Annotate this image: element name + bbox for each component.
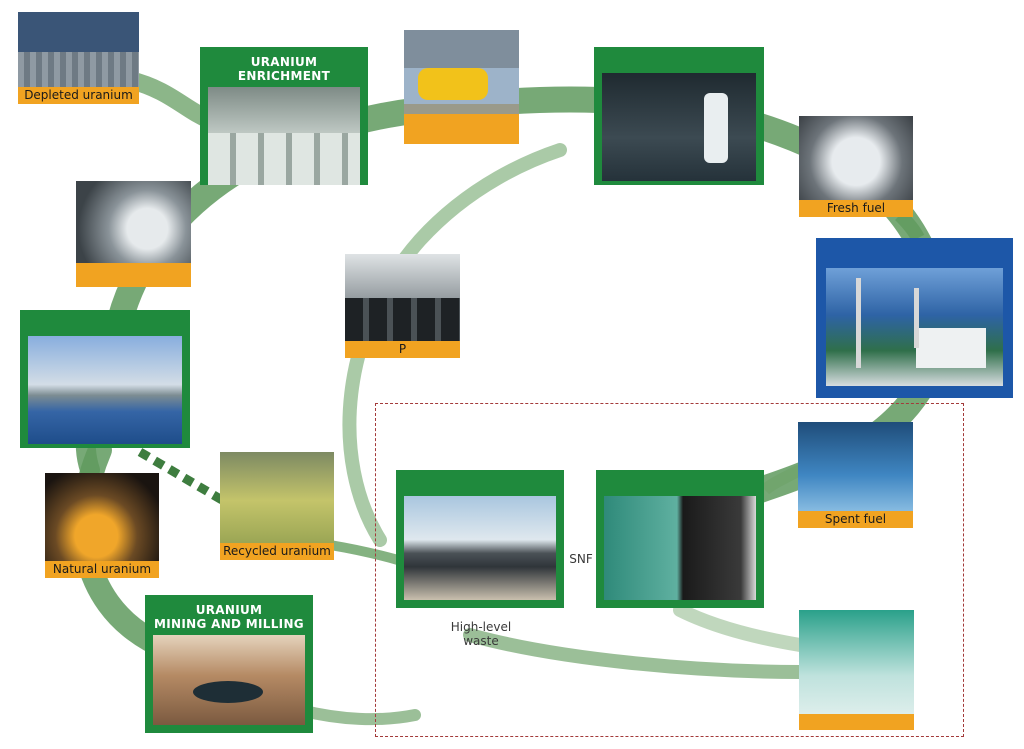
reprocessing-plant-card	[396, 470, 564, 608]
recycled-uranium-caption: Recycled uranium	[220, 543, 334, 560]
fuel-fabrication-card	[594, 47, 764, 185]
recycled-uranium-photo: Recycled uranium	[220, 452, 334, 560]
nuclear-power-plant-title	[826, 248, 1003, 262]
uranium-enrichment-title: URANIUM ENRICHMENT	[237, 55, 331, 83]
natural-uranium-card: Natural uranium	[45, 473, 159, 578]
mining-and-milling-card: URANIUM MINING AND MILLING	[145, 595, 313, 733]
fresh-fuel-to-reactor	[895, 210, 925, 242]
spent-fuel-pool-photo: Spent fuel	[798, 422, 913, 528]
depleted-uranium-card: Depleted uranium	[18, 12, 139, 104]
yellow-cylinder-photo	[404, 30, 519, 144]
interim-storage-title	[604, 478, 756, 492]
yellow-cylinder-card	[404, 30, 519, 144]
snf-label: SNF	[569, 552, 593, 566]
conversion-plant-caption	[76, 263, 191, 287]
natural-uranium-yellowcake-photo: Natural uranium	[45, 473, 159, 578]
geological-repository-card	[799, 610, 914, 730]
fresh-fuel-caption: Fresh fuel	[799, 200, 913, 217]
reprocessing-plant-photo	[404, 496, 556, 600]
plutonium-gloveboxes-photo: P	[345, 254, 460, 358]
enrichment-centrifuges-photo	[208, 87, 360, 185]
depleted-uranium-caption: Depleted uranium	[18, 87, 139, 104]
recycled-to-reprocessing	[325, 540, 403, 565]
mining-and-milling-title: URANIUM MINING AND MILLING	[154, 603, 304, 631]
depleted-uranium-arm	[121, 71, 219, 129]
repository-caption	[799, 714, 914, 730]
fresh-fuel-assembly-photo: Fresh fuel	[799, 116, 913, 217]
nuclear-power-plant-card	[816, 238, 1013, 398]
fuel-fabrication-photo	[602, 73, 756, 181]
plutonium-caption: P	[345, 341, 460, 358]
conversion-plant-photo	[76, 181, 191, 287]
uranium-enrichment-card: URANIUM ENRICHMENT	[200, 47, 368, 185]
storage-to-repository	[673, 603, 807, 652]
spent-fuel-card: Spent fuel	[798, 422, 913, 528]
geological-repository-photo	[799, 610, 914, 730]
high-level-waste-label: High-level waste	[450, 620, 512, 648]
natural-uranium-caption: Natural uranium	[45, 561, 159, 578]
depleted-uranium-photo: Depleted uranium	[18, 12, 139, 104]
conversion-plant-card	[76, 181, 191, 287]
spent-fuel-caption: Spent fuel	[798, 511, 913, 528]
refining-plant-title	[28, 318, 182, 332]
back-end-dashed-region	[375, 403, 964, 737]
waste-to-repository	[463, 628, 807, 679]
recycled-uranium-card: Recycled uranium	[220, 452, 334, 560]
fuel-fabrication-title	[602, 55, 756, 69]
reprocessing-plant-title	[404, 478, 556, 492]
spent-fuel-to-storage	[760, 464, 803, 495]
refining-plant-photo	[28, 336, 182, 444]
conversion-caption	[404, 114, 519, 144]
open-pit-mine-photo	[153, 635, 305, 725]
interim-storage-card	[596, 470, 764, 608]
interim-storage-photo	[604, 496, 756, 600]
refining-plant-card	[20, 310, 190, 448]
plutonium-card: P	[345, 254, 460, 358]
fresh-fuel-card: Fresh fuel	[799, 116, 913, 217]
nuclear-power-plant-photo	[826, 268, 1003, 386]
